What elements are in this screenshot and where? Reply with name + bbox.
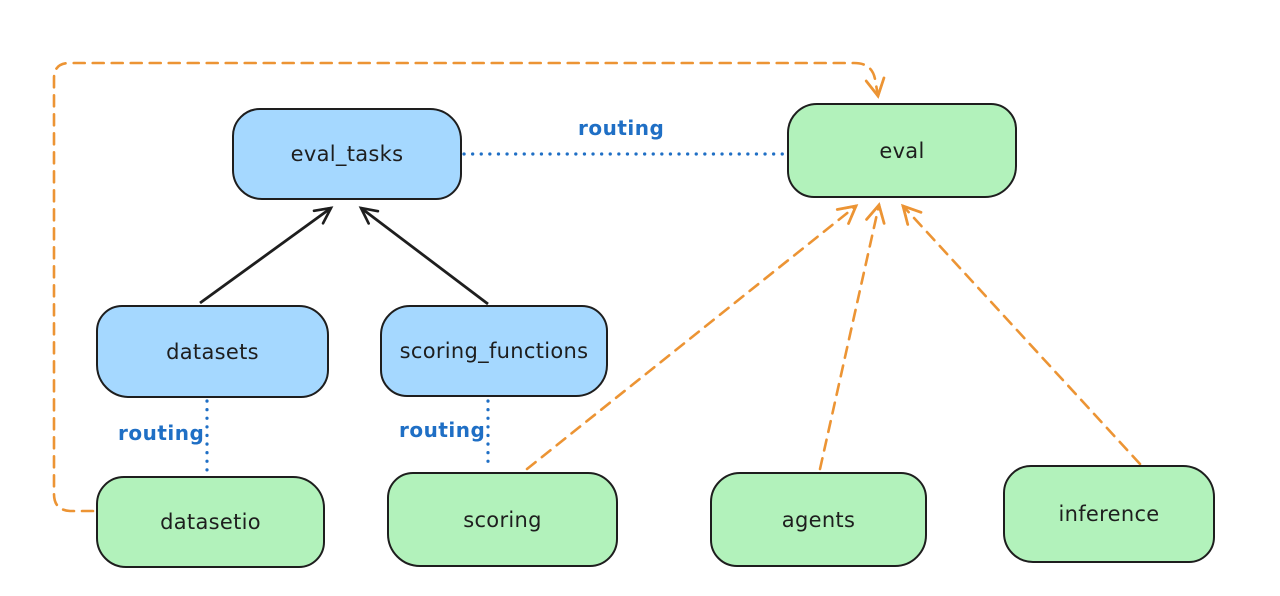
edge-agents-to-eval: [818, 202, 886, 471]
edge-scoring-functions-to-eval-tasks: [358, 206, 489, 306]
edge-inference-to-eval: [901, 203, 1142, 466]
edge-datasetio-to-eval: [52, 61, 886, 513]
node-datasets: datasets: [96, 305, 329, 398]
node-scoring-label: scoring: [463, 507, 542, 532]
node-eval: eval: [787, 103, 1017, 198]
node-scoring-functions-label: scoring_functions: [399, 339, 589, 363]
edge-scoring-to-eval: [525, 204, 859, 471]
routing-label-datasets-datasetio: routing: [118, 421, 205, 445]
node-agents: agents: [710, 472, 927, 567]
routing-label-eval-tasks-eval: routing: [578, 116, 665, 140]
node-eval-label: eval: [879, 138, 925, 163]
node-datasetio: datasetio: [96, 476, 325, 568]
node-agents-label: agents: [781, 507, 856, 532]
node-datasets-label: datasets: [166, 339, 259, 364]
node-datasetio-label: datasetio: [160, 510, 261, 534]
node-scoring-functions: scoring_functions: [380, 305, 608, 397]
node-eval-tasks: eval_tasks: [232, 108, 462, 200]
edge-datasets-to-eval-tasks: [199, 206, 334, 305]
routing-label-scoring-functions-scoring: routing: [399, 418, 486, 442]
node-eval-tasks-label: eval_tasks: [290, 142, 404, 166]
node-inference-label: inference: [1058, 502, 1160, 526]
node-inference: inference: [1003, 465, 1215, 563]
node-scoring: scoring: [387, 472, 618, 567]
